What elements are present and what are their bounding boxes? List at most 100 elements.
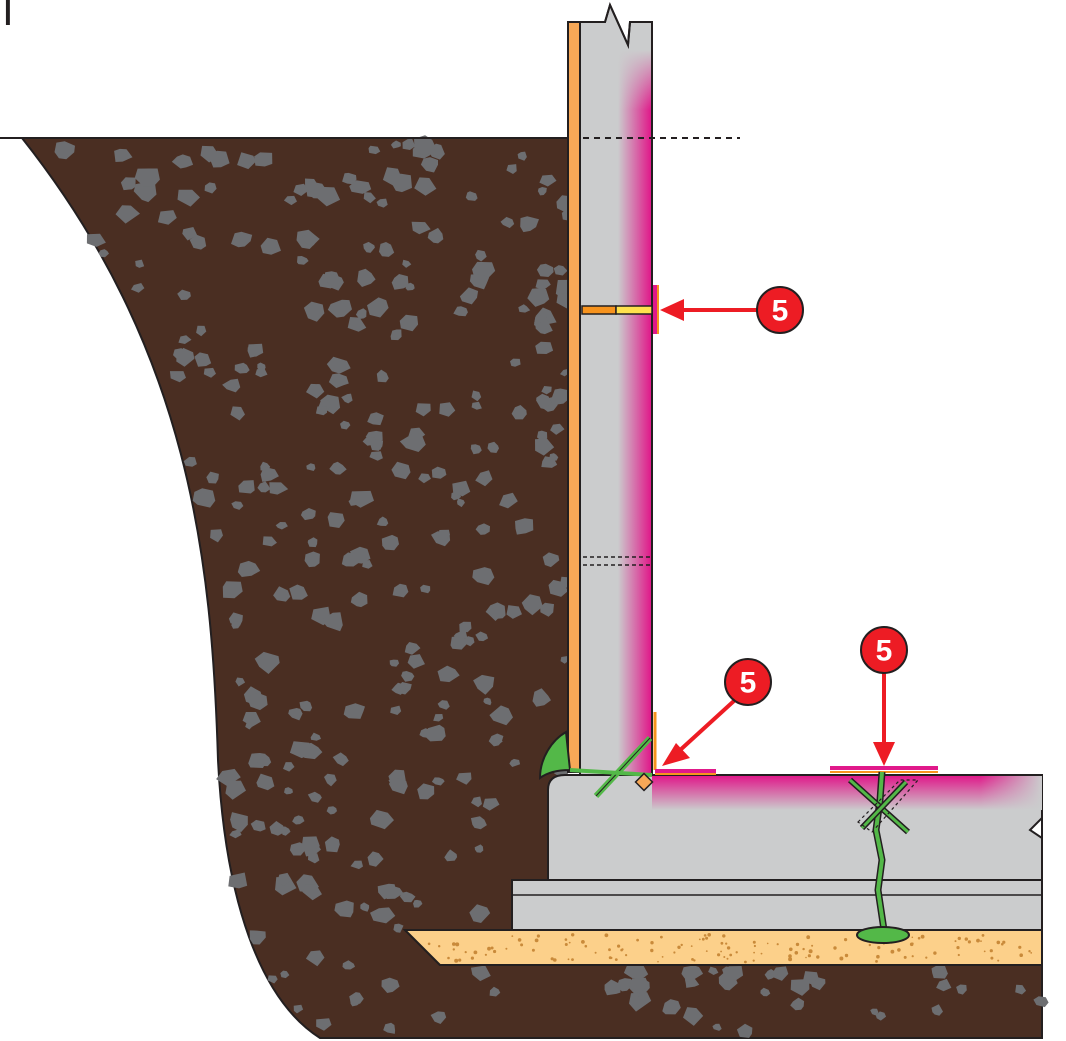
soil-stone [488, 733, 504, 747]
soil-stone [363, 192, 376, 204]
soil-stone [520, 216, 539, 233]
soil-stone [393, 923, 404, 933]
soil-stone [541, 386, 552, 395]
sand-grain [981, 934, 985, 937]
soil-stone [515, 518, 534, 535]
sand-grain [807, 954, 812, 958]
soil-stone [283, 195, 297, 206]
soil-stone [250, 819, 266, 832]
soil-stone [683, 1007, 704, 1026]
sand-grain [957, 953, 960, 957]
wall-tie-orange [581, 305, 617, 315]
soil-stone [203, 367, 216, 378]
soil-stone [342, 172, 357, 185]
soil-stone [120, 177, 136, 191]
soil-stone [225, 780, 246, 800]
sand-grain [903, 955, 907, 959]
soil-stone [475, 249, 487, 262]
soil-stone [245, 722, 253, 730]
soil-stone [391, 274, 409, 290]
soil-stone [289, 584, 308, 600]
soil-stone [430, 1011, 447, 1024]
soil-stone [326, 356, 351, 374]
soil-stone [399, 433, 426, 452]
soil-stone [231, 501, 244, 510]
sand-grain [703, 934, 707, 937]
soil-stone [327, 299, 352, 318]
sand-grain [650, 941, 654, 945]
soil-stone [367, 297, 389, 318]
soil-stone [204, 182, 217, 194]
sand-grain [464, 951, 467, 954]
soil-stone [316, 1018, 332, 1031]
soil-stone [206, 471, 219, 484]
soil-stone [349, 490, 374, 508]
soil-stone [303, 301, 325, 322]
soil-stone [260, 466, 279, 482]
soil-stone [222, 378, 241, 393]
soil-stone [182, 227, 198, 241]
soil-stone [389, 659, 400, 667]
soil-stone [470, 444, 482, 455]
sand-grain [1018, 945, 1022, 949]
sand-grain [571, 933, 575, 937]
sand-grain [707, 933, 711, 937]
soil-stone [269, 821, 287, 836]
soil-stone [257, 481, 271, 493]
soil-stone [284, 787, 293, 795]
sand-grain [997, 959, 1000, 962]
soil-stone [347, 317, 367, 332]
soil-stone [540, 602, 554, 617]
soil-stone [307, 537, 318, 548]
sand-grain [760, 952, 763, 955]
soil-stone [551, 388, 571, 405]
soil-stone [256, 773, 275, 791]
sand-grain [452, 948, 455, 951]
soil-stone [414, 135, 436, 155]
soil-stone [288, 708, 303, 721]
soil-stone [200, 145, 220, 163]
soil-stone [231, 620, 240, 629]
soil-stone [289, 842, 307, 856]
soil-stone [369, 809, 394, 830]
soil-stone [936, 978, 952, 992]
soil-stone [510, 358, 521, 367]
soil-stone [487, 441, 499, 453]
soil-stone [956, 984, 967, 995]
slab-crack-branch-2-fill [860, 780, 908, 830]
soil-stone [292, 815, 305, 825]
sand-grain [989, 949, 993, 953]
soil-stone [238, 480, 255, 494]
callout-wall-joint: 5 [660, 286, 804, 334]
soil-stone [385, 885, 404, 899]
soil-stone [305, 950, 325, 967]
soil-stone [875, 1011, 887, 1021]
soil-stone [475, 470, 493, 487]
soil-stone [469, 274, 490, 290]
sand-grain [977, 938, 980, 941]
soil-stone [169, 371, 186, 383]
sand-grain [493, 949, 497, 954]
sand-grain [584, 944, 588, 948]
sand-grain [484, 953, 487, 956]
soil-stone [438, 529, 450, 541]
soil-stone [300, 508, 316, 521]
sand-grain [717, 953, 721, 957]
sand-grain [722, 934, 726, 938]
soil-stone [469, 904, 491, 923]
soil-stone [229, 829, 242, 839]
soil-stone [382, 167, 402, 187]
sand-grain [788, 954, 792, 958]
sand-grain [957, 936, 961, 941]
sand-grain [657, 960, 659, 963]
sand-grain [920, 934, 925, 939]
sand-grain [610, 956, 613, 960]
soil-stone [431, 466, 447, 479]
soil-stone [390, 705, 402, 715]
soil-stone [275, 522, 288, 530]
sand-grain [720, 950, 722, 953]
insulation-board [567, 21, 581, 773]
soil-stone [376, 369, 389, 383]
sand-grain [564, 938, 568, 941]
sand-grain [553, 958, 557, 962]
